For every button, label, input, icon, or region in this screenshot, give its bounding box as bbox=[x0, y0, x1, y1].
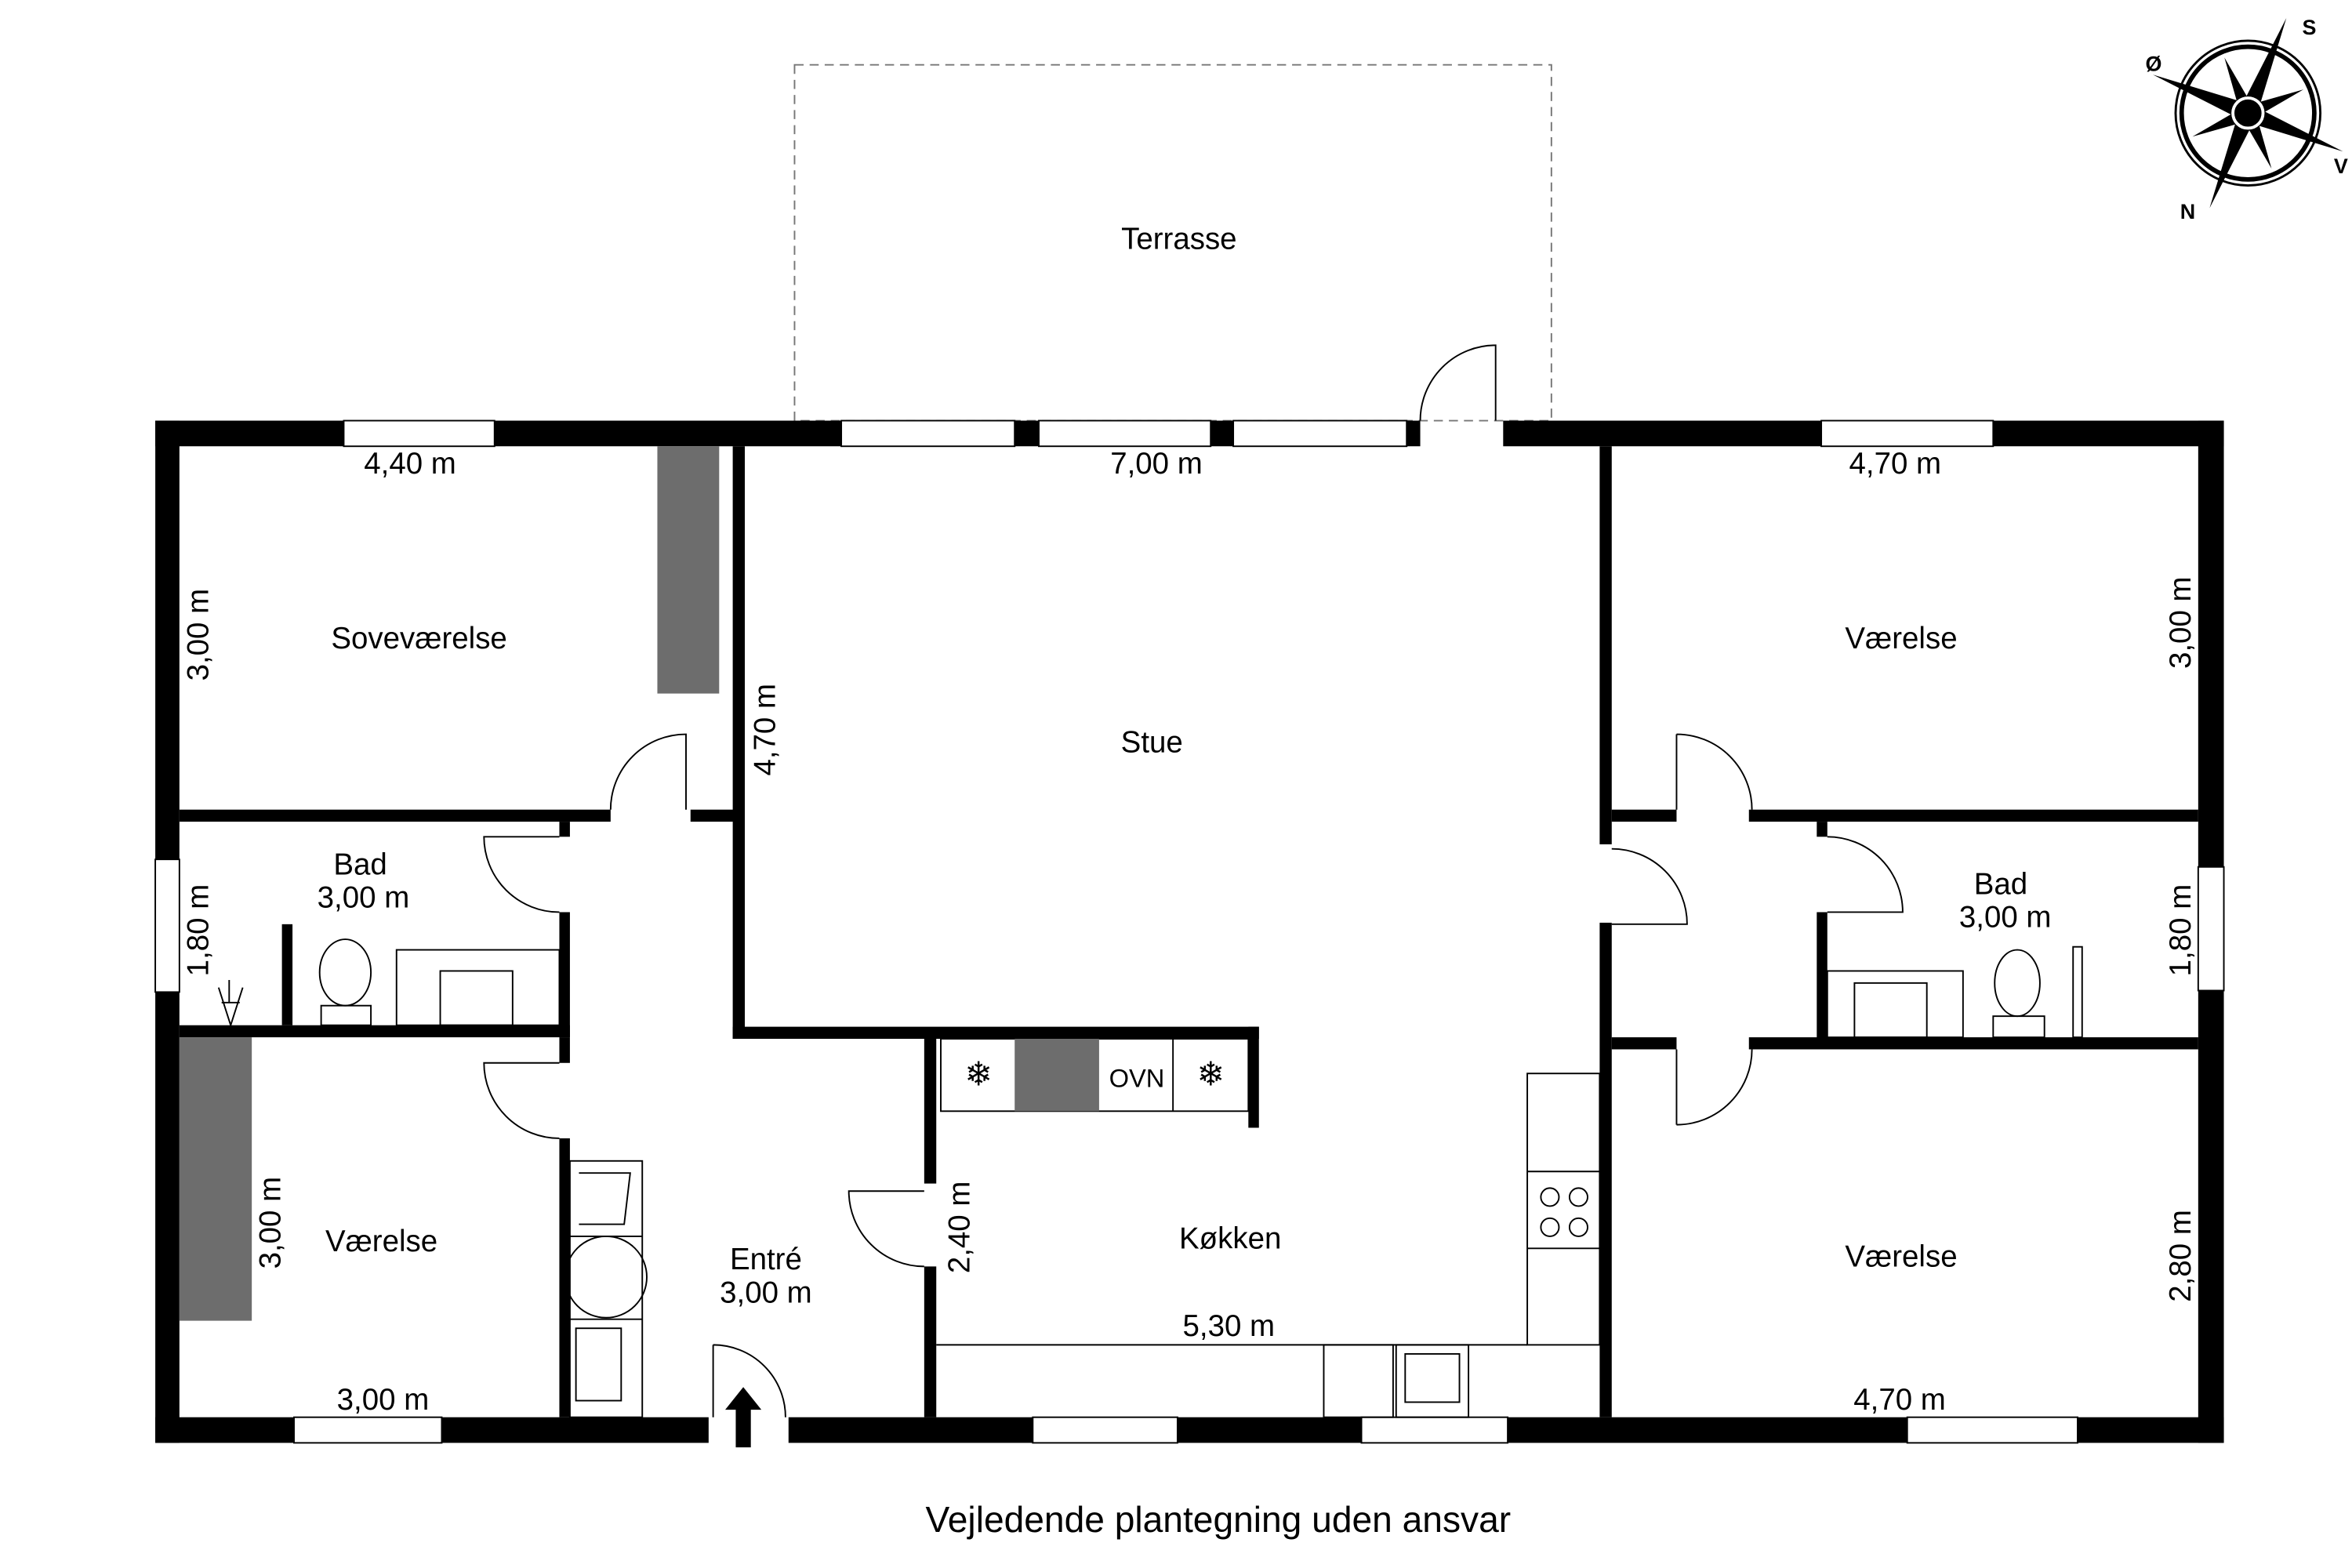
oven-label: OVN bbox=[1109, 1064, 1165, 1093]
dimension: 4,40 m bbox=[364, 447, 456, 481]
dimension: 1,80 m bbox=[2164, 884, 2198, 977]
room-label-vaerelse: Værelse bbox=[1845, 1240, 1957, 1273]
dimension: 3,00 m bbox=[337, 1383, 430, 1417]
svg-text:N: N bbox=[2180, 200, 2195, 223]
svg-text:Ø: Ø bbox=[2146, 52, 2162, 75]
wardrobe bbox=[657, 446, 720, 694]
outer-walls bbox=[155, 420, 2224, 1443]
svg-text:S: S bbox=[2303, 16, 2317, 39]
dimension: 4,70 m bbox=[1849, 447, 1942, 481]
dimension: 5,30 m bbox=[1183, 1309, 1276, 1343]
wardrobe bbox=[179, 1037, 252, 1321]
room-dim-bad: 3,00 m bbox=[1959, 901, 2052, 935]
interior-walls bbox=[179, 446, 2198, 1417]
dimension: 3,00 m bbox=[2164, 576, 2198, 669]
dimension: 2,80 m bbox=[2164, 1210, 2198, 1302]
room-labels: Terrasse Soveværelse Stue Værelse Bad 3,… bbox=[181, 222, 2198, 1417]
room-dim-bad: 3,00 m bbox=[318, 881, 410, 915]
svg-text:V: V bbox=[2334, 154, 2348, 178]
dimension: 2,40 m bbox=[943, 1181, 977, 1274]
room-label-sovevaerelse: Soveværelse bbox=[331, 622, 506, 655]
disclaimer: Vejledende plantegning uden ansvar bbox=[926, 1499, 1512, 1540]
dimension: 1,80 m bbox=[181, 884, 215, 977]
room-label-terrasse: Terrasse bbox=[1121, 222, 1236, 256]
room-label-vaerelse: Værelse bbox=[325, 1225, 437, 1258]
bathroom-fixtures bbox=[217, 938, 2083, 1039]
entrance-arrow-icon bbox=[725, 1387, 762, 1448]
windows bbox=[154, 419, 2225, 1444]
doors[interactable] bbox=[483, 344, 1904, 1417]
dimension: 4,70 m bbox=[748, 684, 782, 776]
room-label-bad: Bad bbox=[333, 848, 387, 881]
freezer-icon: ❄ bbox=[1197, 1056, 1225, 1093]
room-label-stue: Stue bbox=[1121, 726, 1183, 760]
room-label-bad: Bad bbox=[1974, 867, 2027, 901]
room-label-entre: Entré bbox=[730, 1243, 802, 1276]
dimension: 7,00 m bbox=[1110, 447, 1203, 481]
compass-icon: S Ø V N bbox=[2146, 16, 2348, 223]
dimension: 3,00 m bbox=[181, 589, 215, 681]
laundry-fixtures bbox=[564, 1160, 648, 1418]
room-label-vaerelse: Værelse bbox=[1845, 622, 1957, 655]
terrace-outline bbox=[793, 64, 1552, 422]
dimension: 3,00 m bbox=[254, 1177, 288, 1269]
kitchen-fixtures: ❄ ❄ bbox=[936, 1038, 1601, 1418]
dimension: 4,70 m bbox=[1853, 1383, 1946, 1417]
freezer-icon: ❄ bbox=[964, 1056, 992, 1093]
room-dim-entre: 3,00 m bbox=[720, 1276, 812, 1310]
room-label-kokken: Køkken bbox=[1179, 1221, 1281, 1255]
